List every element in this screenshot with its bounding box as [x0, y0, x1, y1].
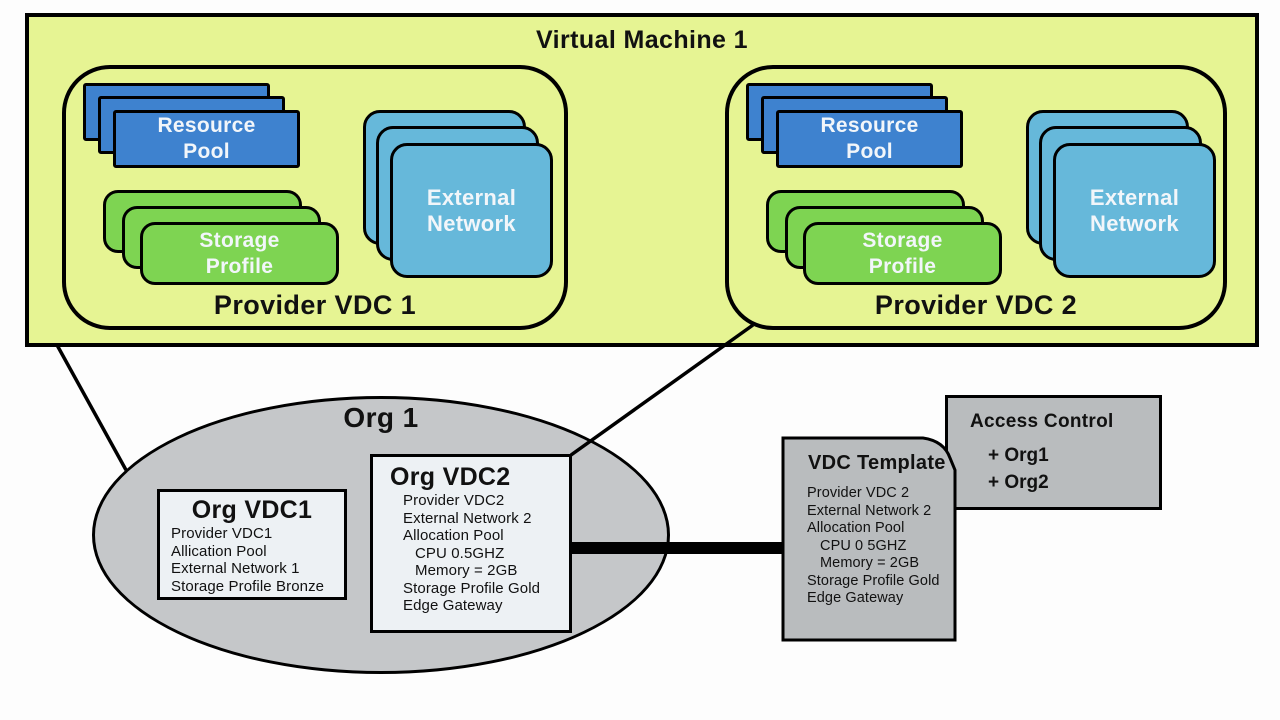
vdc-template-line: Allocation Pool [807, 520, 905, 536]
vdc-template-line: CPU 0 5GHZ [820, 537, 907, 554]
org-vdc2-line: Edge Gateway [403, 597, 503, 614]
external-network-label: External Network [1089, 184, 1180, 236]
vdc-template-line: Storage Profile Gold [807, 572, 940, 589]
vdc-template-title: VDC Template [808, 452, 946, 474]
access-control-entries: + Org1 + Org2 [948, 442, 1159, 496]
org-vdc2-line: Provider VDC2 [403, 492, 505, 509]
resource-pool-label: Resource Pool [820, 114, 919, 163]
vdc-template-outline [781, 436, 957, 642]
resource-pool-stack-front: Resource Pool [776, 110, 963, 168]
org-vdc2-line: CPU 0.5GHZ [415, 544, 505, 562]
org-vdc2-line: Memory = 2GB [415, 562, 518, 579]
external-network-stack-front: External Network [390, 143, 553, 278]
vdc-template-box: VDC Template Provider VDC 2 External Net… [783, 438, 955, 608]
vdc-template-line: Edge Gateway [807, 590, 904, 606]
storage-profile-label: Storage Profile [199, 228, 280, 278]
org-vdc2-line: Storage Profile Gold [403, 579, 541, 597]
org-vdc2-line: Allocation Pool [403, 527, 504, 544]
connector-pvdc2-to-orgvdc2 [569, 323, 755, 457]
org-vdc2-box: Org VDC2 Provider VDC2 External Network … [370, 454, 572, 633]
storage-profile-stack-front: Storage Profile [140, 222, 339, 285]
storage-profile-stack-front: Storage Profile [803, 222, 1002, 285]
access-control-title: Access Control [970, 411, 1114, 432]
org-vdc1-line: Storage Profile Bronze [171, 577, 325, 595]
org-vdc1-line: Provider VDC1 [171, 525, 273, 542]
provider-vdc-2-box [725, 65, 1227, 330]
provider-vdc-1-box [62, 65, 568, 330]
connector-vm-to-org [55, 344, 128, 471]
vdc-template-line: Provider VDC 2 [807, 485, 910, 501]
org-vdc1-box: Org VDC1 Provider VDC1 Allication Pool E… [157, 489, 347, 600]
resource-pool-stack-front: Resource Pool [113, 110, 300, 168]
org-vdc2-title: Org VDC2 [390, 463, 511, 491]
access-control-entry: + Org1 [988, 445, 1049, 466]
org1-title: Org 1 [343, 402, 419, 433]
vdc-template-line: Memory = 2GB [820, 555, 920, 571]
virtual-machine-title: Virtual Machine 1 [536, 26, 748, 54]
org-vdc1-title: Org VDC1 [191, 496, 313, 524]
vdc-template-line: External Network 2 [807, 502, 932, 519]
provider-vdc-1-label: Provider VDC 1 [213, 290, 417, 320]
storage-profile-label: Storage Profile [862, 228, 943, 278]
resource-pool-label: Resource Pool [157, 114, 256, 163]
access-control-box: Access Control + Org1 + Org2 [945, 395, 1162, 510]
org-vdc2-line: External Network 2 [403, 509, 532, 527]
org-vdc1-line: External Network 1 [171, 560, 300, 577]
external-network-label: External Network [426, 184, 517, 236]
org-vdc1-line: Allication Pool [171, 542, 267, 560]
external-network-stack-front: External Network [1053, 143, 1216, 278]
access-control-entry: + Org2 [988, 472, 1049, 493]
provider-vdc-2-label: Provider VDC 2 [874, 290, 1078, 320]
